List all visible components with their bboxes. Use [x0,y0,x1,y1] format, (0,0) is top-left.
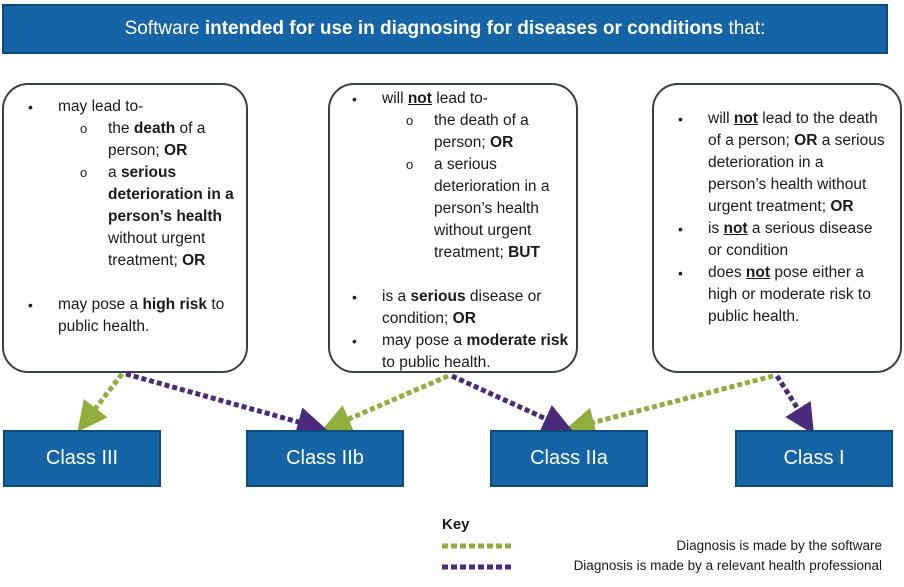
box3-b3-post: pose either a high or moderate risk to p… [708,264,871,325]
key-label-professional: Diagnosis is made by a relevant health p… [573,558,882,573]
bullet-icon: • [352,91,357,107]
bullet-icon: • [678,221,683,237]
class-iii-label: Class III [45,447,119,469]
arrow-software-class-iib [321,373,449,433]
box1-sub-1: o the death of a person; OR [80,118,236,162]
header-banner: Software intended for use in diagnosing … [2,4,888,54]
box2-b1-post: lead to- [431,90,488,107]
criteria-box-high-risk: • may lead to- o the death of a person; … [2,83,248,373]
header-text-pre: Software [124,18,205,39]
box2-b2-pre: is a [382,288,411,305]
box1-sub-2: o a serious deterioration in a person’s … [80,162,236,272]
box1-s2-or: OR [182,252,206,269]
box3-b1-or: OR [794,132,818,149]
box1-b1-text: may lead to- [58,98,144,115]
class-iia-box: Class IIa [490,430,648,487]
box3-b1-post2: a serious deterioration in a person’s he… [708,132,885,215]
box2-s2-but: BUT [508,244,540,261]
key-label-software: Diagnosis is made by the software [676,538,882,553]
bullet-icon: • [352,289,357,305]
box1-bullet-2: • may pose a high risk to public health. [28,294,240,338]
box2-b3-pre: may pose a [382,332,467,349]
box2-b2-post: disease or condition; [382,288,542,327]
box3-b2-post: a serious disease or condition [708,220,873,259]
box2-s2-text: a serious deterioration in a person’s he… [434,156,550,261]
arrow-software-class-iii [77,372,124,432]
box2-s1-text: the death of a person; [434,112,529,151]
box2-sub-1: o the death of a person; OR [406,110,558,154]
header-text-bold: intended for use in diagnosing for disea… [204,18,724,39]
class-iia-label: Class IIa [530,447,608,469]
box2-b3-bold: moderate risk [466,332,569,349]
box1-s2-bold: serious deterioration in a person’s heal… [108,164,234,225]
bullet-icon: • [28,99,33,115]
box3-b1-post: lead to the death of a person; [708,110,878,149]
box3-b1-pre: will [708,110,734,127]
box3-b1-or2: OR [830,198,854,215]
box3-b2-not: not [723,220,748,237]
box2-bullet-1: • will not lead to- [352,88,572,110]
box2-sub-2: o a serious deterioration in a person’s … [406,154,558,264]
box1-s2-post: without urgent treatment; [108,230,206,269]
bullet-icon: • [678,265,683,281]
box1-s1-or: OR [164,142,188,159]
class-iib-box: Class IIb [246,430,404,487]
bullet-icon: • [352,333,357,349]
box1-b2-post: to public health. [58,296,225,335]
box2-s1-or: OR [490,134,514,151]
box3-b2-pre: is [708,220,724,237]
class-i-box: Class I [735,430,893,487]
arrow-professional-class-i [774,374,815,435]
box1-s1-pre: the [108,120,134,137]
box1-b2-bold: high risk [142,296,208,313]
box2-b1-not: not [407,90,432,107]
bullet-icon: • [678,111,683,127]
box1-b2-pre: may pose a [58,296,143,313]
box1-bullet-1: • may lead to- [28,96,240,118]
box3-b1-not: not [733,110,758,127]
box3-b3-not: not [745,264,771,281]
box1-s1-post: of a person; [108,120,206,159]
class-iib-label: Class IIb [286,447,364,469]
box3-bullet-3: • does not pose either a high or moderat… [678,262,886,328]
box2-b1-pre: will [382,90,408,107]
key-title: Key [442,516,470,533]
criteria-box-low-risk: • will not lead to the death of a person… [652,83,902,373]
box3-bullet-2: • is not a serious disease or condition [678,218,886,262]
arrow-professional-class-iib [125,371,328,437]
box1-s2-pre: a [108,164,121,181]
arrow-professional-class-iia [450,373,573,433]
box2-bullet-3: • may pose a moderate risk to public hea… [352,330,576,374]
criteria-box-moderate-risk: • will not lead to- o the death of a per… [328,83,578,373]
box1-s1-bold: death [133,120,176,137]
class-i-label: Class I [783,447,845,469]
box2-bullet-2: • is a serious disease or condition; OR [352,286,576,330]
sub-bullet-icon: o [80,121,88,136]
sub-bullet-icon: o [406,113,414,128]
bullet-icon: • [28,297,33,313]
class-iii-box: Class III [3,430,161,487]
sub-bullet-icon: o [80,165,88,180]
box3-bullet-1: • will not lead to the death of a person… [678,108,886,218]
box2-b2-or: OR [452,310,476,327]
box2-b3-post: to public health. [382,354,491,371]
sub-bullet-icon: o [406,157,414,172]
arrow-software-class-iia [564,373,774,437]
box3-b3-pre: does [708,264,746,281]
box2-b2-bold: serious [410,288,466,305]
header-text-post: that: [723,18,766,39]
